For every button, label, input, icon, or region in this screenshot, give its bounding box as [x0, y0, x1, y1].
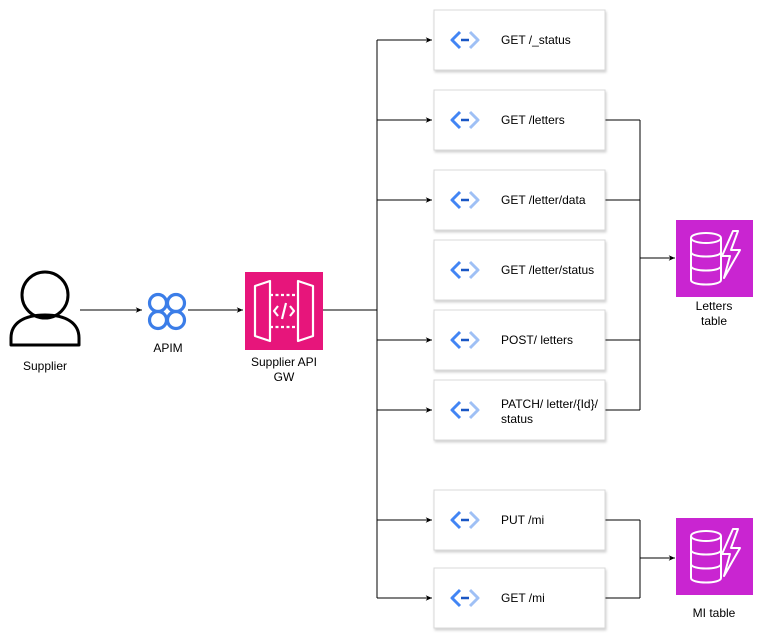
dynamodb-glyph [690, 230, 741, 286]
api-endpoint-icon [450, 588, 480, 608]
endpoint-box-get-status[interactable]: GET /_status [433, 9, 606, 71]
apim-label: APIM [153, 341, 182, 355]
endpoint-label: POST/ letters [501, 333, 573, 347]
endpoint-box-get-letter-data[interactable]: GET /letter/data [433, 169, 606, 231]
endpoint-box-patch-letter-status[interactable]: PATCH/ letter/{Id}/status [433, 379, 606, 441]
endpoint-box-post-letters[interactable]: POST/ letters [433, 309, 606, 371]
endpoint-label: PATCH/ letter/{Id}/ [501, 397, 599, 411]
endpoint-label: GET /_status [501, 33, 571, 47]
user-icon [9, 270, 81, 347]
endpoint-label: GET /letter/data [501, 193, 586, 207]
api-endpoint-icon [450, 30, 480, 50]
endpoint-box-get-letter-status[interactable]: GET /letter/status [433, 239, 606, 301]
endpoint-label: PUT /mi [501, 513, 544, 527]
endpoint-label: GET /letter/status [501, 263, 594, 277]
gateway-label-line2: GW [274, 370, 295, 384]
endpoint-label: GET /mi [501, 591, 545, 605]
api-endpoint-icon [450, 400, 480, 420]
letters-table-label-line2: table [701, 314, 727, 328]
api-endpoint-icon [450, 330, 480, 350]
api-endpoint-icon [450, 260, 480, 280]
endpoint-box-get-letters[interactable]: GET /letters [433, 89, 606, 151]
endpoint-box-get-mi[interactable]: GET /mi [433, 567, 606, 629]
edges [80, 37, 675, 601]
supplier-node[interactable]: Supplier [9, 270, 81, 373]
gateway-label-line1: Supplier API [251, 355, 317, 369]
gateway-node[interactable]: Supplier API GW [245, 272, 323, 384]
endpoint-card [433, 379, 606, 441]
api-endpoint-icon [450, 190, 480, 210]
dynamodb-icon [676, 220, 753, 297]
apim-icon [147, 292, 187, 331]
endpoint-box-put-mi[interactable]: PUT /mi [433, 489, 606, 551]
letters-table-node[interactable]: Letters table [676, 220, 753, 328]
endpoint-label: GET /letters [501, 113, 565, 127]
letters-table-label-line1: Letters [696, 299, 733, 313]
api-gateway-glyph [253, 279, 315, 343]
api-endpoint-icon [450, 510, 480, 530]
supplier-label: Supplier [23, 359, 67, 373]
api-endpoint-icon [450, 110, 480, 130]
apim-node[interactable]: APIM [147, 292, 187, 356]
dynamodb-glyph [690, 528, 741, 584]
mi-table-node[interactable]: MI table [676, 518, 753, 620]
mi-table-label: MI table [693, 606, 736, 620]
dynamodb-icon [676, 518, 753, 595]
endpoint-label-line2: status [501, 412, 533, 426]
